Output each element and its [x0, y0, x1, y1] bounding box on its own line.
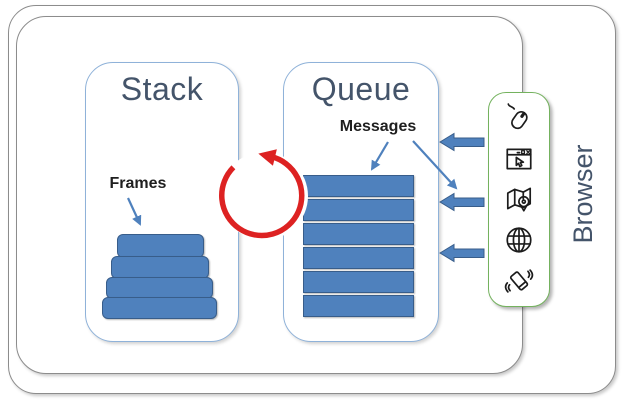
- message-bar: [303, 199, 414, 221]
- event-arrow-left: [439, 243, 485, 263]
- message-bar: [303, 271, 414, 293]
- message-bar: [303, 247, 414, 269]
- stack-frame-block: [117, 234, 204, 258]
- frames-label: Frames: [109, 175, 167, 192]
- browser-events-box: [488, 92, 550, 307]
- stack-title: Stack: [120, 71, 204, 107]
- stack-panel: Stack: [85, 62, 239, 342]
- stack-frame-block: [106, 277, 213, 299]
- window-cursor-icon: [506, 148, 532, 170]
- stack-frame-block: [111, 256, 209, 279]
- phone-rotate-icon: [504, 269, 534, 293]
- message-bar: [303, 223, 414, 245]
- globe-icon: [506, 227, 532, 253]
- stack-frame-block: [102, 297, 217, 319]
- map-pin-icon: [506, 187, 532, 213]
- mouse-icon: [507, 103, 528, 129]
- event-arrow-left: [439, 192, 485, 212]
- message-bar: [303, 295, 414, 317]
- event-arrow-left: [439, 132, 485, 152]
- messages-label: Messages: [339, 118, 417, 135]
- browser-label: Browser: [568, 144, 598, 244]
- queue-title: Queue: [311, 71, 411, 107]
- message-bar: [303, 175, 414, 197]
